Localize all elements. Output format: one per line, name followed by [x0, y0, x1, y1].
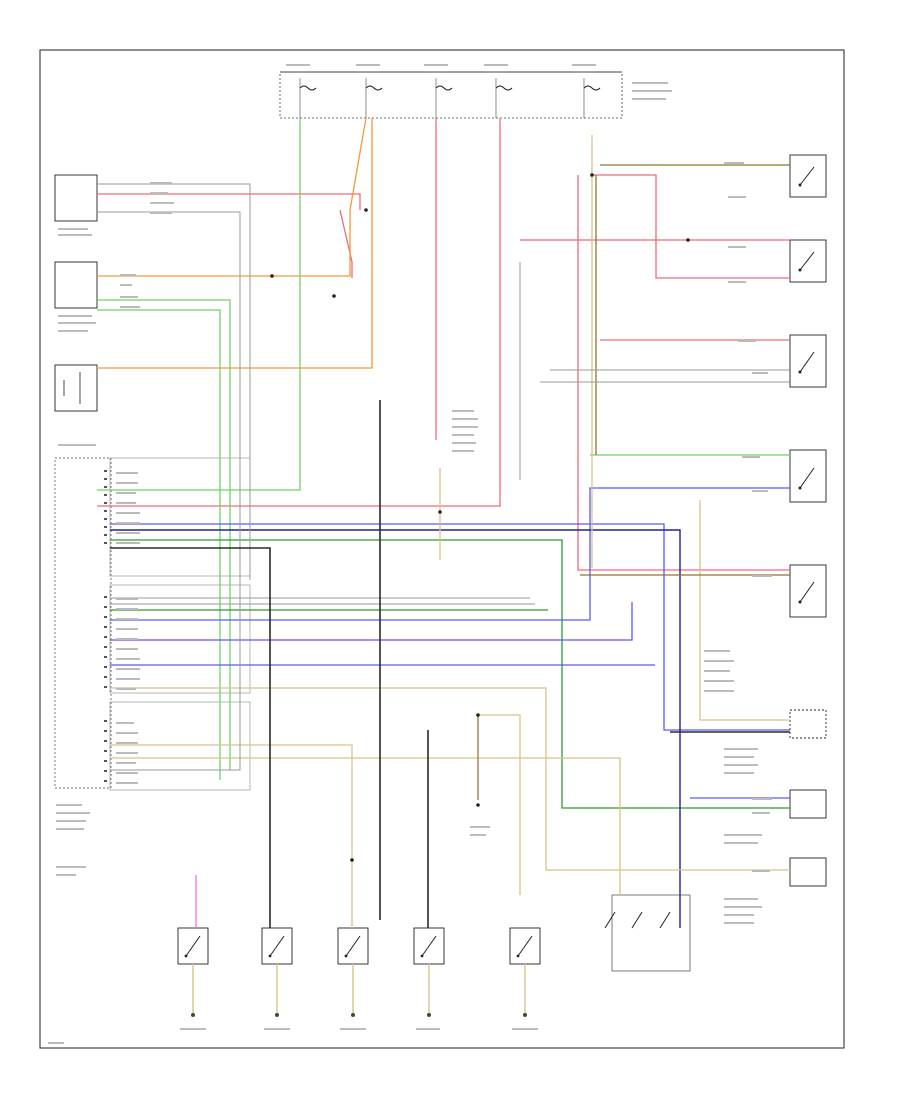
diagram-frame [39, 49, 845, 1049]
wire-gray [97, 183, 790, 771]
label-marks [48, 64, 772, 1044]
fuse-block-top [279, 71, 623, 119]
switch-right-5 [789, 564, 827, 618]
switch-right-2 [789, 239, 827, 283]
wire-blue [110, 487, 790, 799]
module-top-left [54, 174, 98, 222]
wire-dkblue [110, 529, 681, 928]
module-right-7 [789, 789, 827, 819]
switch-bottom-2 [261, 927, 293, 965]
switch-right-4 [789, 449, 827, 503]
switch-right-1 [789, 154, 827, 198]
switch-bottom-4 [413, 927, 445, 965]
module-left-3-internal [63, 372, 81, 404]
wire-black [110, 400, 790, 928]
module-right-8 [789, 857, 827, 887]
fuse [299, 78, 317, 118]
connector-pins [104, 470, 107, 782]
wire-tan [110, 135, 790, 928]
ground-points [191, 964, 527, 1017]
module-left-2 [54, 261, 98, 309]
switch-bottom-5 [509, 927, 541, 965]
fuse [583, 78, 601, 118]
switch-bottom-3 [337, 927, 369, 965]
relay-bottom-right [604, 894, 691, 972]
module-left-3 [54, 364, 98, 412]
fuse [365, 78, 383, 118]
fuse [435, 78, 453, 118]
wire-orange [97, 117, 373, 369]
wire-red [97, 118, 790, 571]
splice-points [270, 173, 690, 862]
wire-dkgreen [110, 539, 790, 809]
fuse [495, 78, 513, 118]
switch-right-3 [789, 334, 827, 388]
control-module [54, 457, 251, 791]
switch-bottom-1 [177, 927, 209, 965]
wire-green [97, 118, 790, 780]
module-right-6 [789, 709, 827, 739]
